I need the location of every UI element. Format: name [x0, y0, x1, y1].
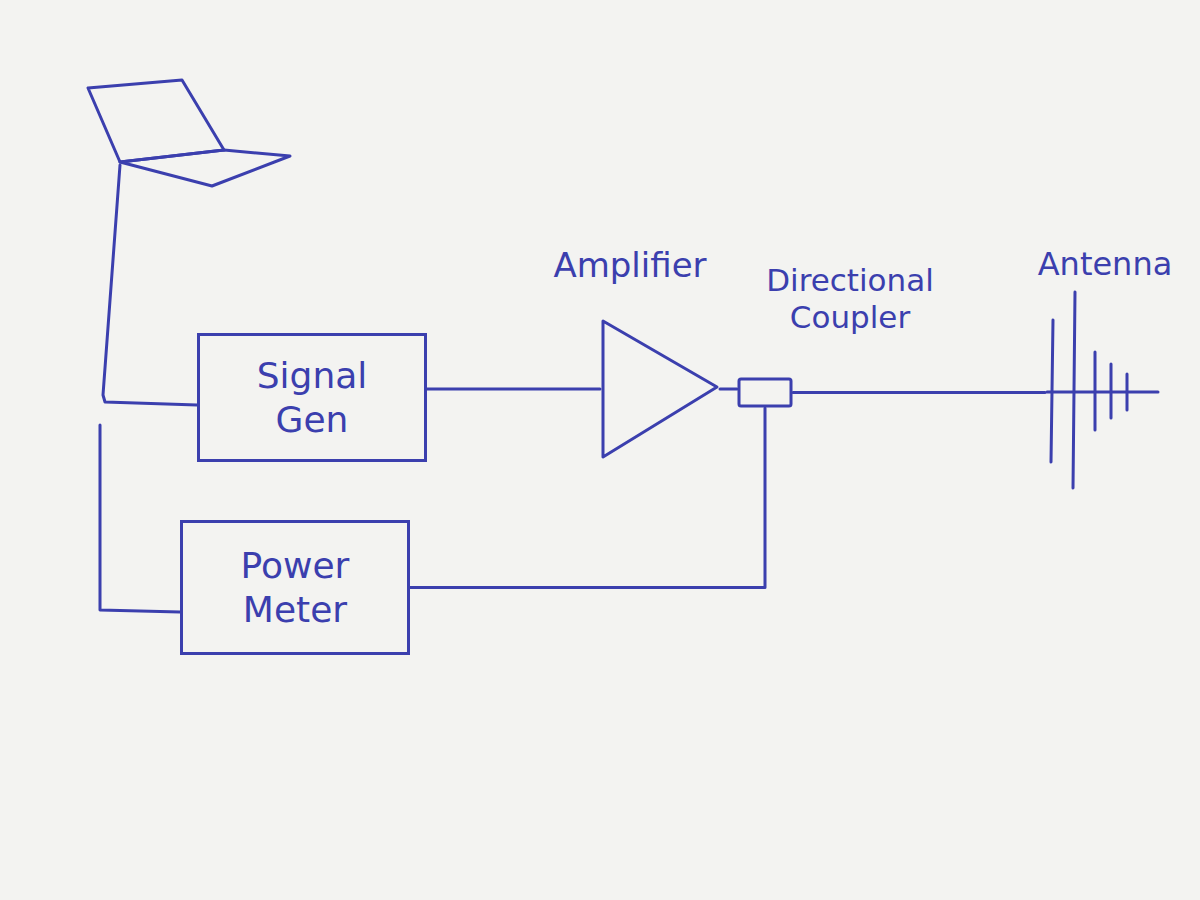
amplifier-symbol: Amplifier — [518, 245, 742, 465]
node-label: Signal Gen — [237, 354, 387, 440]
rf-cable — [793, 391, 1045, 394]
node-label: Directional Coupler — [733, 262, 967, 336]
power-meter-box: Power Meter — [180, 520, 410, 655]
node-label: Antenna — [1018, 245, 1192, 283]
laptop-screen — [88, 80, 224, 162]
signal-generator-box: Signal Gen — [197, 333, 427, 462]
laptop-wire — [103, 165, 197, 405]
antenna-symbol-outline — [1045, 290, 1160, 490]
directional-coupler-outline — [737, 377, 793, 408]
laptop-wire — [100, 425, 180, 612]
node-label: Power Meter — [215, 544, 375, 630]
node-label: Amplifier — [518, 245, 742, 286]
directional-coupler: Directional Coupler — [733, 262, 967, 412]
rf-cable — [720, 388, 737, 391]
amplifier-symbol-outline — [600, 318, 720, 460]
laptop-keyboard — [120, 150, 290, 186]
antenna-symbol: Antenna — [1018, 245, 1192, 495]
rf-cable — [410, 408, 765, 588]
rf-cable — [427, 388, 600, 391]
